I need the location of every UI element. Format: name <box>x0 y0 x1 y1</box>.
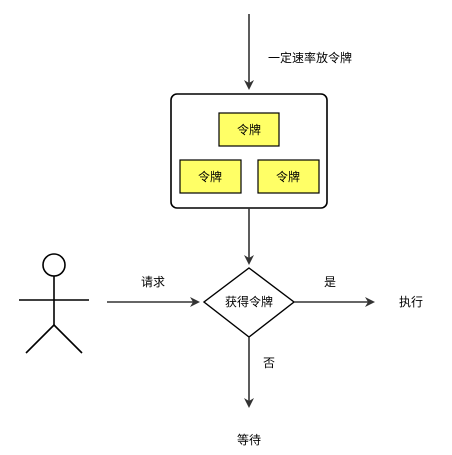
execute-label: 执行 <box>399 295 423 309</box>
token-box-left <box>179 159 242 194</box>
yes-label: 是 <box>324 275 336 289</box>
token-label-left: 令牌 <box>198 169 222 184</box>
user-figure <box>19 253 89 354</box>
wait-label: 等待 <box>237 433 261 447</box>
request-label: 请求 <box>141 275 165 289</box>
no-label: 否 <box>263 356 275 370</box>
token-box-right <box>257 159 320 194</box>
token-box-top <box>218 112 280 147</box>
decision-label: 获得令牌 <box>225 294 273 309</box>
token-label-right: 令牌 <box>276 169 300 184</box>
rate-label: 一定速率放令牌 <box>268 50 352 65</box>
token-label-top: 令牌 <box>237 122 261 137</box>
